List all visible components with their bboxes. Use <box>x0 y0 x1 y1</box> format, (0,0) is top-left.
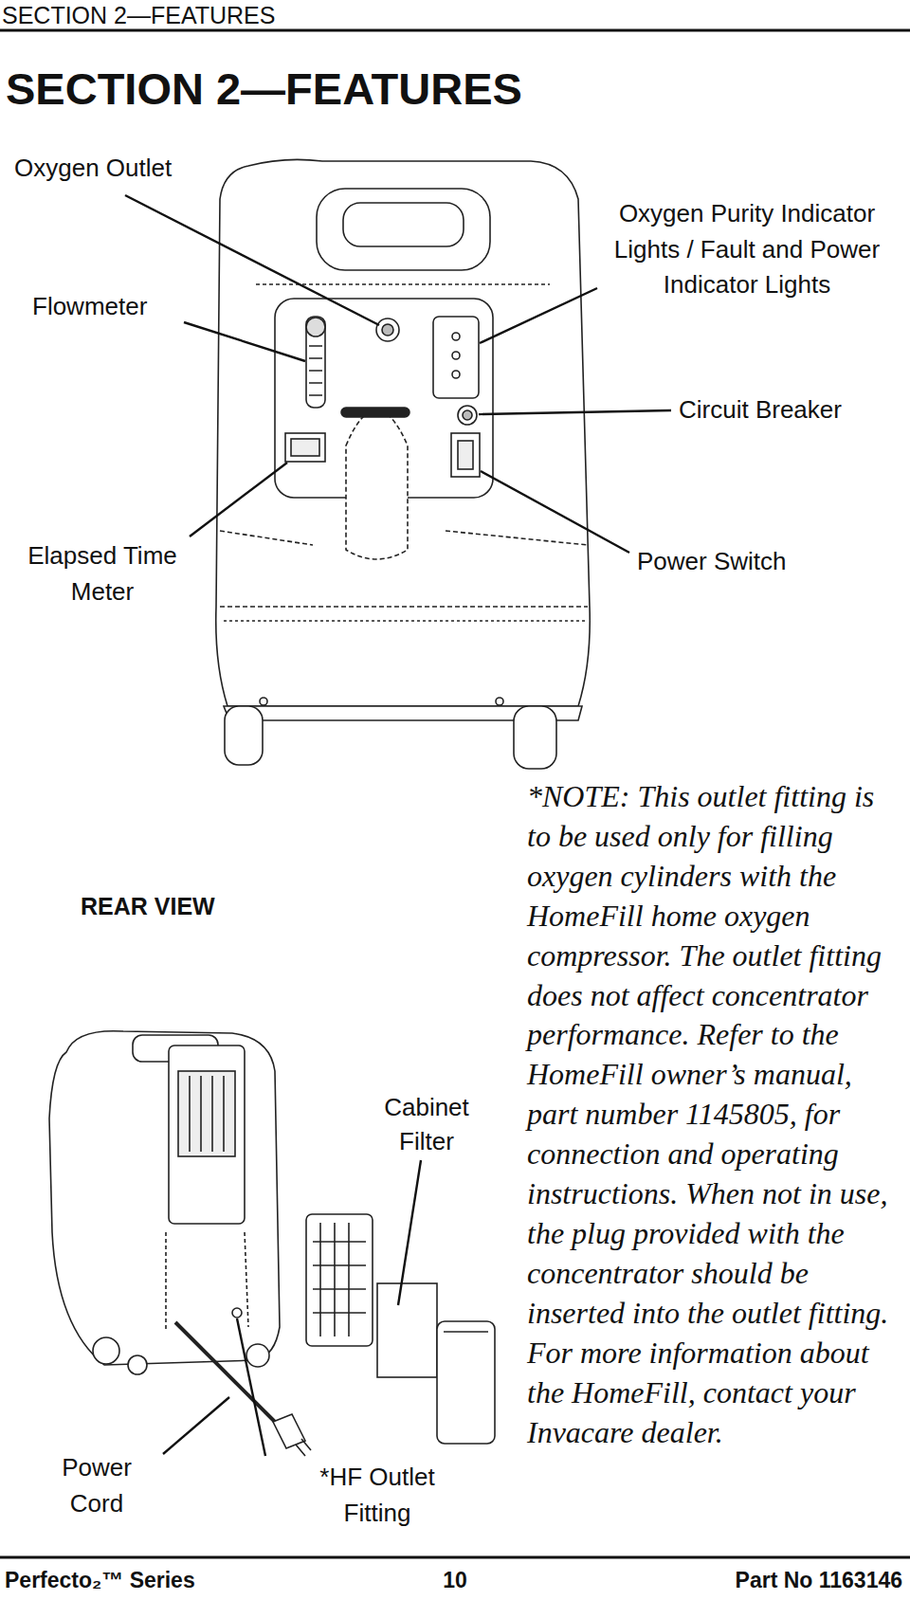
part-label: Elapsed Time Meter <box>17 538 188 610</box>
cabinet-seam <box>165 1232 249 1332</box>
leader-line <box>478 410 672 415</box>
rear-panel <box>168 1045 245 1224</box>
circuit-breaker <box>457 405 477 425</box>
meter-window <box>291 438 320 456</box>
wheel <box>513 706 557 769</box>
filter-grid <box>306 1214 373 1347</box>
part-label: Cabinet Filter <box>364 1090 489 1160</box>
header-rule <box>0 29 910 33</box>
handle <box>316 188 491 271</box>
leader-line <box>189 462 288 537</box>
footer-rule <box>0 1556 910 1560</box>
leader-line <box>163 1397 230 1455</box>
part-label: Flowmeter <box>32 290 222 324</box>
indicator-panel <box>433 316 479 399</box>
leader-line <box>479 288 598 344</box>
grid-bars <box>312 1222 366 1337</box>
cover-lip <box>443 1330 489 1333</box>
front-view <box>216 159 591 769</box>
view-label: REAR VIEW <box>80 891 290 923</box>
wheel <box>127 1355 147 1375</box>
filter-grille <box>189 1075 224 1152</box>
leader-line <box>236 1318 266 1456</box>
oxygen-outlet <box>376 318 400 342</box>
indicator-light <box>452 370 460 379</box>
screw <box>259 697 268 706</box>
part-label: Power Switch <box>637 545 865 579</box>
oxygen-outlet-nozzle <box>382 324 394 336</box>
running-header: SECTION 2—FEATURES <box>1 1 476 30</box>
base-seam <box>223 619 586 622</box>
indicator-light <box>452 351 460 360</box>
part-label: Circuit Breaker <box>678 393 897 427</box>
page-number: 10 <box>407 1567 503 1595</box>
filter-cover <box>436 1321 495 1444</box>
footer-text: Perfecto₂™ Series <box>4 1567 290 1595</box>
flowmeter-scale <box>309 345 323 396</box>
cabinet-filter-parts <box>306 1214 495 1444</box>
breaker-button <box>462 410 473 420</box>
cabinet-outline <box>216 159 591 707</box>
handle-grip <box>343 202 464 247</box>
wheel <box>92 1337 120 1365</box>
plug-prongs <box>295 1438 311 1456</box>
cabinet-seam <box>219 530 313 546</box>
wheel <box>224 706 263 765</box>
page-rules <box>0 30 910 1558</box>
page-title: SECTION 2—FEATURES <box>5 62 523 115</box>
flowmeter-tube <box>306 316 326 408</box>
hf-outlet-fitting <box>232 1308 242 1318</box>
filter-bay <box>178 1071 236 1157</box>
part-label: Oxygen Outlet <box>14 151 242 185</box>
footer-text: Part No 1163146 <box>618 1567 903 1595</box>
plug <box>273 1414 306 1449</box>
elapsed-time-meter <box>285 433 326 462</box>
part-label: Oxygen Purity Indicator Lights / Fault a… <box>590 196 904 304</box>
part-label: *HF Outlet Fitting <box>296 1459 458 1531</box>
panel-recess <box>345 410 408 561</box>
rear-view <box>49 1031 311 1456</box>
cabinet-seam <box>445 530 588 546</box>
power-cord <box>175 1322 283 1430</box>
part-label: Power Cord <box>44 1450 149 1522</box>
power-switch <box>451 433 480 477</box>
base-seam <box>219 605 588 608</box>
flowmeter-knob <box>306 317 326 337</box>
indicator-light <box>452 332 460 341</box>
leader-line <box>398 1160 421 1306</box>
cabinet-outline <box>49 1031 280 1365</box>
filter-sheet <box>377 1283 437 1378</box>
wheel <box>246 1344 270 1367</box>
slot-bar <box>341 407 410 418</box>
screw <box>495 697 504 706</box>
leader-line <box>183 322 306 362</box>
note-text: *NOTE: This outlet fitting is to be used… <box>527 777 905 1453</box>
switch-rocker <box>457 440 474 470</box>
leader-line <box>480 471 630 553</box>
leader-line <box>125 195 380 326</box>
